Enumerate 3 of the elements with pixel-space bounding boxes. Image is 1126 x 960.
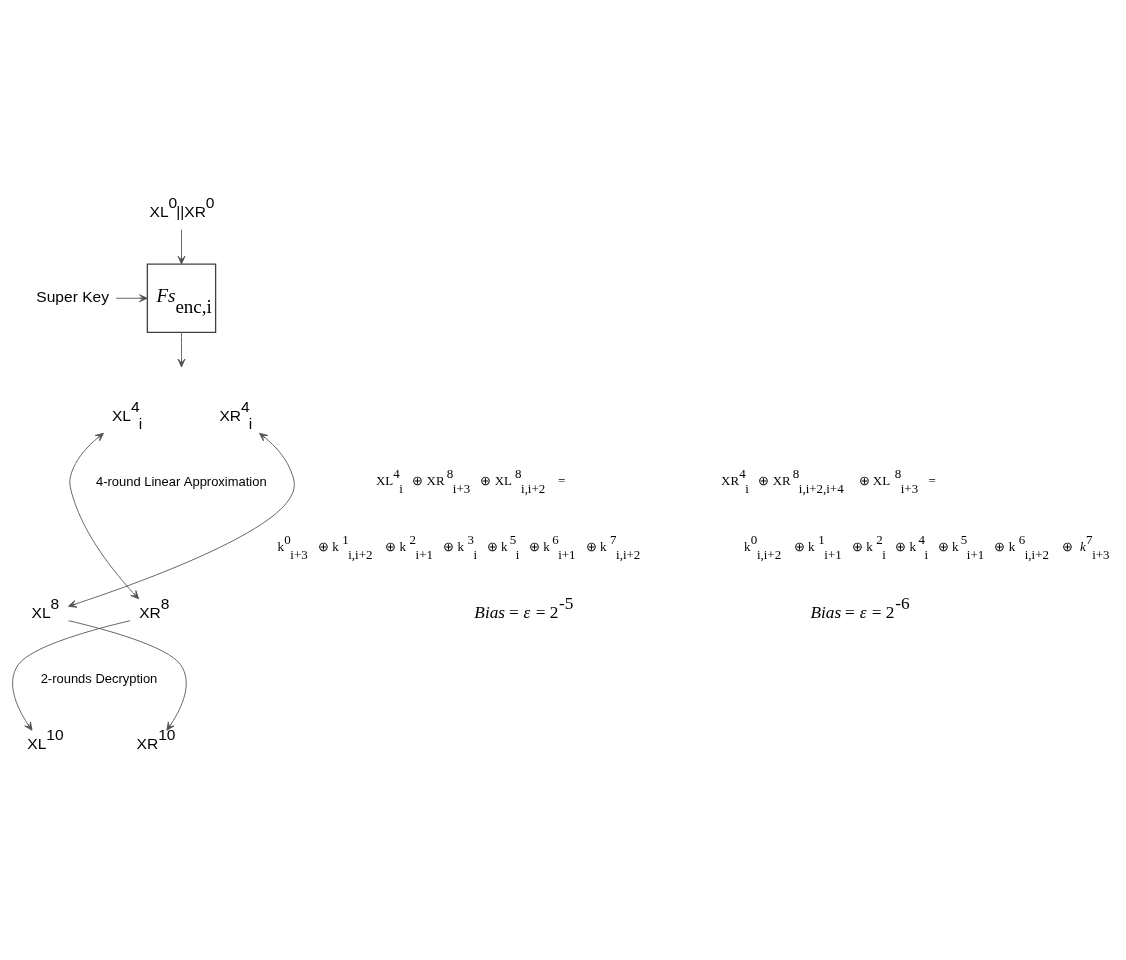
label: 2-rounds Decryption	[40, 671, 158, 687]
label: 4-round Linear Approximation	[95, 474, 267, 490]
node-text: Super Key	[36, 288, 109, 306]
